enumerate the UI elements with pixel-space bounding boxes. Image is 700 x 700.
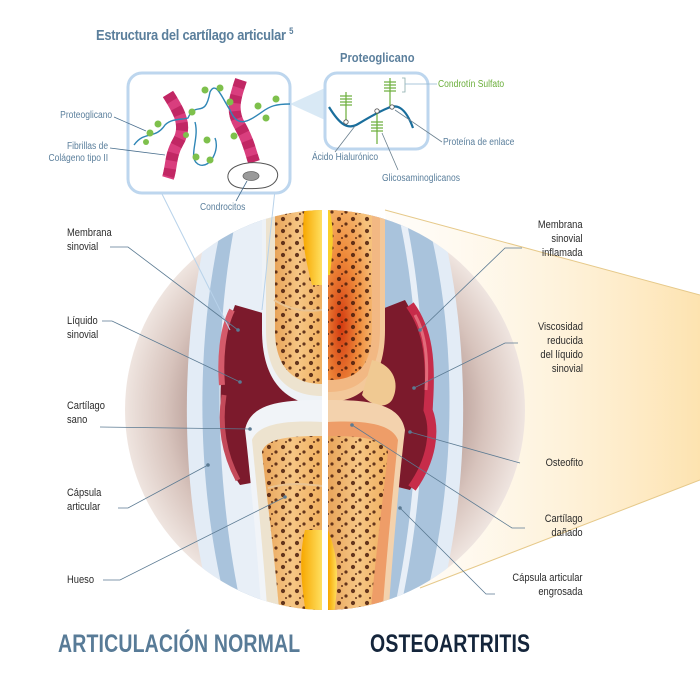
label-chondroitin-sulfate: Condrotín Sulfato	[438, 79, 505, 90]
proteoglycan-inset	[323, 71, 443, 171]
label-line: Cartílago	[67, 400, 105, 412]
left-leader-lines	[99, 246, 286, 581]
label-line: del líquido	[540, 349, 583, 361]
label-line: Cápsula articular	[512, 572, 583, 584]
caption-normal-joint: ARTICULACIÓN NORMAL	[58, 630, 301, 658]
label-synovial-fluid: Líquido sinovial	[67, 314, 98, 342]
label-reduced-viscosity: Viscosidad reducida del líquido sinovial	[538, 320, 583, 376]
label-joint-capsule: Cápsula articular	[67, 486, 101, 514]
label-line: dañado	[551, 527, 583, 539]
label-line: Viscosidad	[537, 321, 583, 333]
label-line: reducida	[547, 335, 583, 347]
label-line: Hueso	[67, 574, 95, 586]
label-line: inflamada	[542, 247, 583, 259]
reference-superscript: 5	[289, 26, 294, 36]
diagram-title: Estructura del cartílago articular 5	[96, 26, 293, 44]
label-healthy-cartilage: Cartílago sano	[67, 399, 105, 427]
label-line: Fibrillas de	[66, 141, 108, 152]
label-line: articular	[67, 501, 101, 513]
label-line: Membrana	[538, 219, 583, 231]
label-thickened-capsule: Cápsula articular engrosada	[513, 571, 583, 599]
proteoglycan-inset-title: Proteoglicano	[340, 50, 415, 65]
label-link-protein: Proteína de enlace	[443, 137, 515, 148]
label-line: Colágeno tipo II	[48, 153, 108, 164]
label-inflamed-synovial-membrane: Membrana sinovial inflamada	[538, 218, 583, 260]
label-synovial-membrane: Membrana sinovial	[67, 226, 112, 254]
title-text: Estructura del cartílago articular	[96, 27, 286, 44]
label-proteoglycan: Proteoglicano	[60, 110, 112, 121]
label-line: Osteofito	[545, 457, 583, 469]
label-glycosaminoglycans: Glicosaminoglicanos	[382, 173, 460, 184]
label-chondrocytes: Condrocitos	[200, 202, 246, 213]
label-collagen-fibrils: Fibrillas de Colágeno tipo II	[48, 141, 108, 165]
right-leader-lines	[351, 247, 525, 595]
label-line: Membrana	[67, 227, 112, 239]
label-line: engrosada	[538, 586, 583, 598]
label-hyaluronic-acid: Ácido Hialurónico	[312, 152, 379, 163]
label-line: sano	[67, 414, 88, 426]
label-line: Líquido	[67, 315, 98, 327]
label-line: sinovial	[551, 363, 583, 375]
label-line: sinovial	[67, 329, 99, 341]
label-line: sinovial	[551, 233, 583, 245]
label-line: Cápsula	[67, 487, 102, 499]
label-bone: Hueso	[67, 573, 94, 587]
label-osteophyte: Osteofito	[546, 456, 583, 470]
label-line: Cartílago	[545, 513, 583, 525]
caption-osteoarthritis: OSTEOARTRITIS	[370, 630, 531, 658]
label-line: sinovial	[67, 241, 99, 253]
label-damaged-cartilage: Cartílago dañado	[545, 512, 583, 540]
cartilage-structure-inset	[109, 71, 292, 331]
